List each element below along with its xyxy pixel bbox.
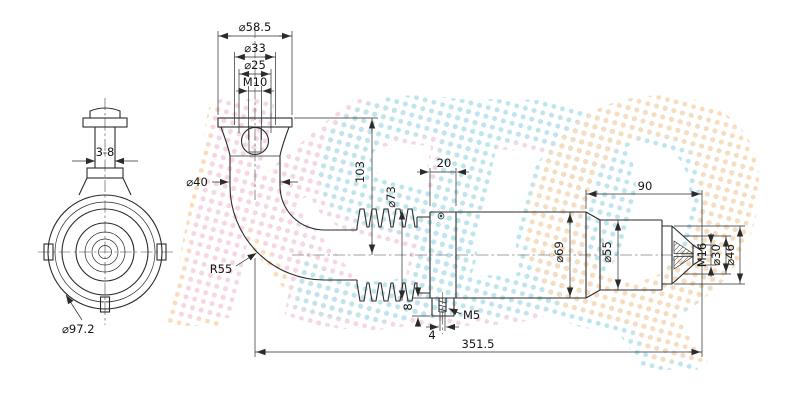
watermark-letter-s-shadow: S <box>280 48 496 397</box>
dim-bend-radius: R55 <box>210 252 257 276</box>
clamp-lug <box>431 298 455 317</box>
watermark-letter-s: S <box>290 40 506 389</box>
ferrule-sides <box>220 126 290 157</box>
dim-collar-len-label: 20 <box>437 156 452 170</box>
dim-front-slots-label: 3-8 <box>96 145 115 159</box>
dim-lug-height-label: 8 <box>401 303 415 310</box>
front-top-cap <box>89 107 121 119</box>
front-slot-bottom <box>99 296 111 313</box>
dim-lug-thread: M5 <box>448 308 480 322</box>
dim-hole-width: 4 <box>426 313 459 342</box>
watermark-letter-k: K <box>170 40 423 389</box>
dim-pipe-od: ⌀40 <box>186 175 298 189</box>
dim-front-outer-diameter-label: ⌀97.2 <box>62 322 95 336</box>
dim-ferrule-d1-label: ⌀33 <box>244 41 266 55</box>
vertical-pipe <box>229 156 281 186</box>
dim-ferrule-d1: ⌀33 <box>234 41 276 125</box>
tip-section-lower <box>673 256 695 270</box>
dim-hole-width-label: 4 <box>428 328 435 342</box>
dim-bellows-od: ⌀73 <box>384 186 406 301</box>
top-set-screw <box>437 212 445 220</box>
dim-thread-top: M10 <box>236 75 274 140</box>
nose-section <box>585 211 662 299</box>
front-top-flange <box>82 117 128 128</box>
dim-front-outer-diameter: ⌀97.2 <box>62 294 95 336</box>
bellows <box>356 208 430 302</box>
dim-flange-od-label: ⌀58.5 <box>239 20 272 34</box>
dim-height-103: 103 <box>294 117 378 255</box>
body-cylinder <box>429 211 662 299</box>
tip-section-upper <box>673 240 695 254</box>
dim-tip-d1-label: ⌀30 <box>709 244 723 266</box>
nozzle-tip <box>661 220 703 290</box>
ball-joint <box>240 126 270 156</box>
thread-hole-m10 <box>248 130 262 153</box>
dim-flange-od: ⌀58.5 <box>217 20 293 115</box>
dim-nose-od-label: ⌀55 <box>600 241 614 263</box>
dim-ferrule-d2-label: ⌀25 <box>244 58 266 72</box>
dim-nose-od: ⌀55 <box>600 220 622 290</box>
front-base-flare <box>78 177 132 196</box>
elbow <box>229 185 357 281</box>
watermark-letter-d-shadow: D <box>390 48 639 397</box>
front-lower-flange <box>86 167 124 179</box>
dim-body-od: ⌀69 <box>552 212 574 298</box>
watermark-kfdq: K S D Q K S D Q <box>160 40 770 397</box>
front-outer-circle <box>47 194 163 310</box>
dim-overall-length-label: 351.5 <box>462 337 495 351</box>
watermark-letter-k-shadow: K <box>160 48 413 397</box>
side-view: ⌀58.5 ⌀33 ⌀25 M10 10 <box>186 20 745 357</box>
watermark-letter-d: D <box>400 40 649 389</box>
front-view: 3-8 ⌀97.2 <box>38 98 174 336</box>
dim-tip-d1: ⌀30 <box>683 235 731 275</box>
dim-collar-len: 20 <box>417 156 469 206</box>
watermark-letter-q: Q <box>515 40 770 389</box>
dim-body-od-label: ⌀69 <box>552 241 566 263</box>
dim-tip-thread: M16 <box>695 233 716 277</box>
dim-pipe-od-label: ⌀40 <box>186 175 208 189</box>
top-connector <box>217 117 293 186</box>
elbow-inner-wall <box>279 185 325 231</box>
dim-nose-len: 90 <box>585 179 703 247</box>
dim-ferrule-d2: ⌀25 <box>238 58 272 133</box>
horizontal-pipe <box>324 229 357 281</box>
dim-height-103-label: 103 <box>353 161 367 183</box>
front-slot-left <box>43 243 54 261</box>
dim-tip-d2: ⌀46 <box>674 225 745 285</box>
dim-lug-thread-label: M5 <box>463 308 480 322</box>
watermark-letter-q-shadow: Q <box>505 48 760 397</box>
dim-tip-thread-label: M16 <box>695 243 709 268</box>
dim-lug-height: 8 <box>401 287 430 327</box>
dim-thread-top-label: M10 <box>243 75 268 89</box>
dim-nose-len-label: 90 <box>638 179 653 193</box>
dim-front-slots: 3-8 <box>72 145 138 165</box>
dim-bellows-od-label: ⌀73 <box>384 186 398 208</box>
dim-tip-d2-label: ⌀46 <box>723 244 737 266</box>
elbow-outer-wall <box>229 185 325 281</box>
front-slot-right <box>156 243 167 261</box>
dim-overall-length: 351.5 <box>254 258 703 357</box>
dim-bend-radius-label: R55 <box>210 262 233 276</box>
